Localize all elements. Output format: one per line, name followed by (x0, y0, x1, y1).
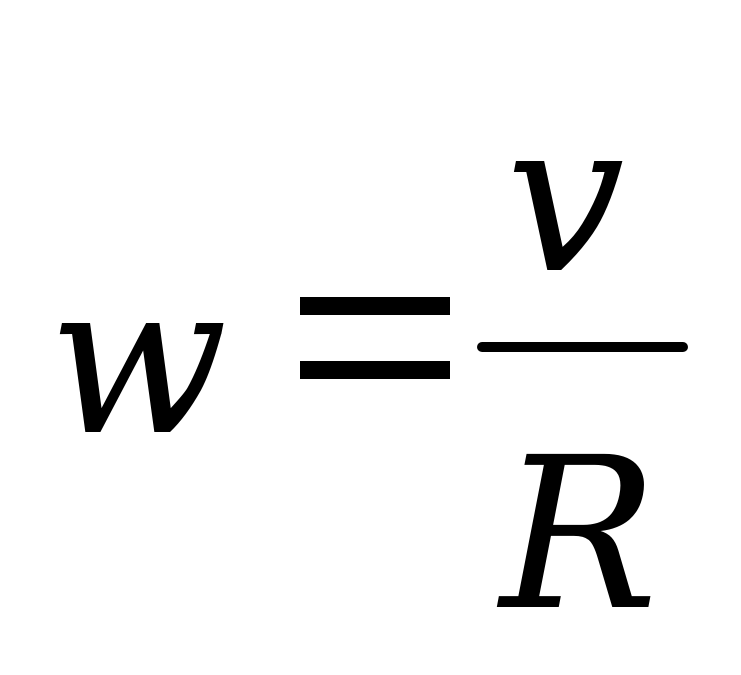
fraction-denominator: R (500, 412, 659, 657)
formula-lhs-variable: w (48, 237, 228, 482)
fraction-numerator: v (506, 75, 625, 320)
equals-sign (300, 297, 450, 379)
equals-sign-top-bar (300, 297, 450, 315)
fraction-bar (477, 342, 688, 352)
equals-sign-bottom-bar (300, 361, 450, 379)
